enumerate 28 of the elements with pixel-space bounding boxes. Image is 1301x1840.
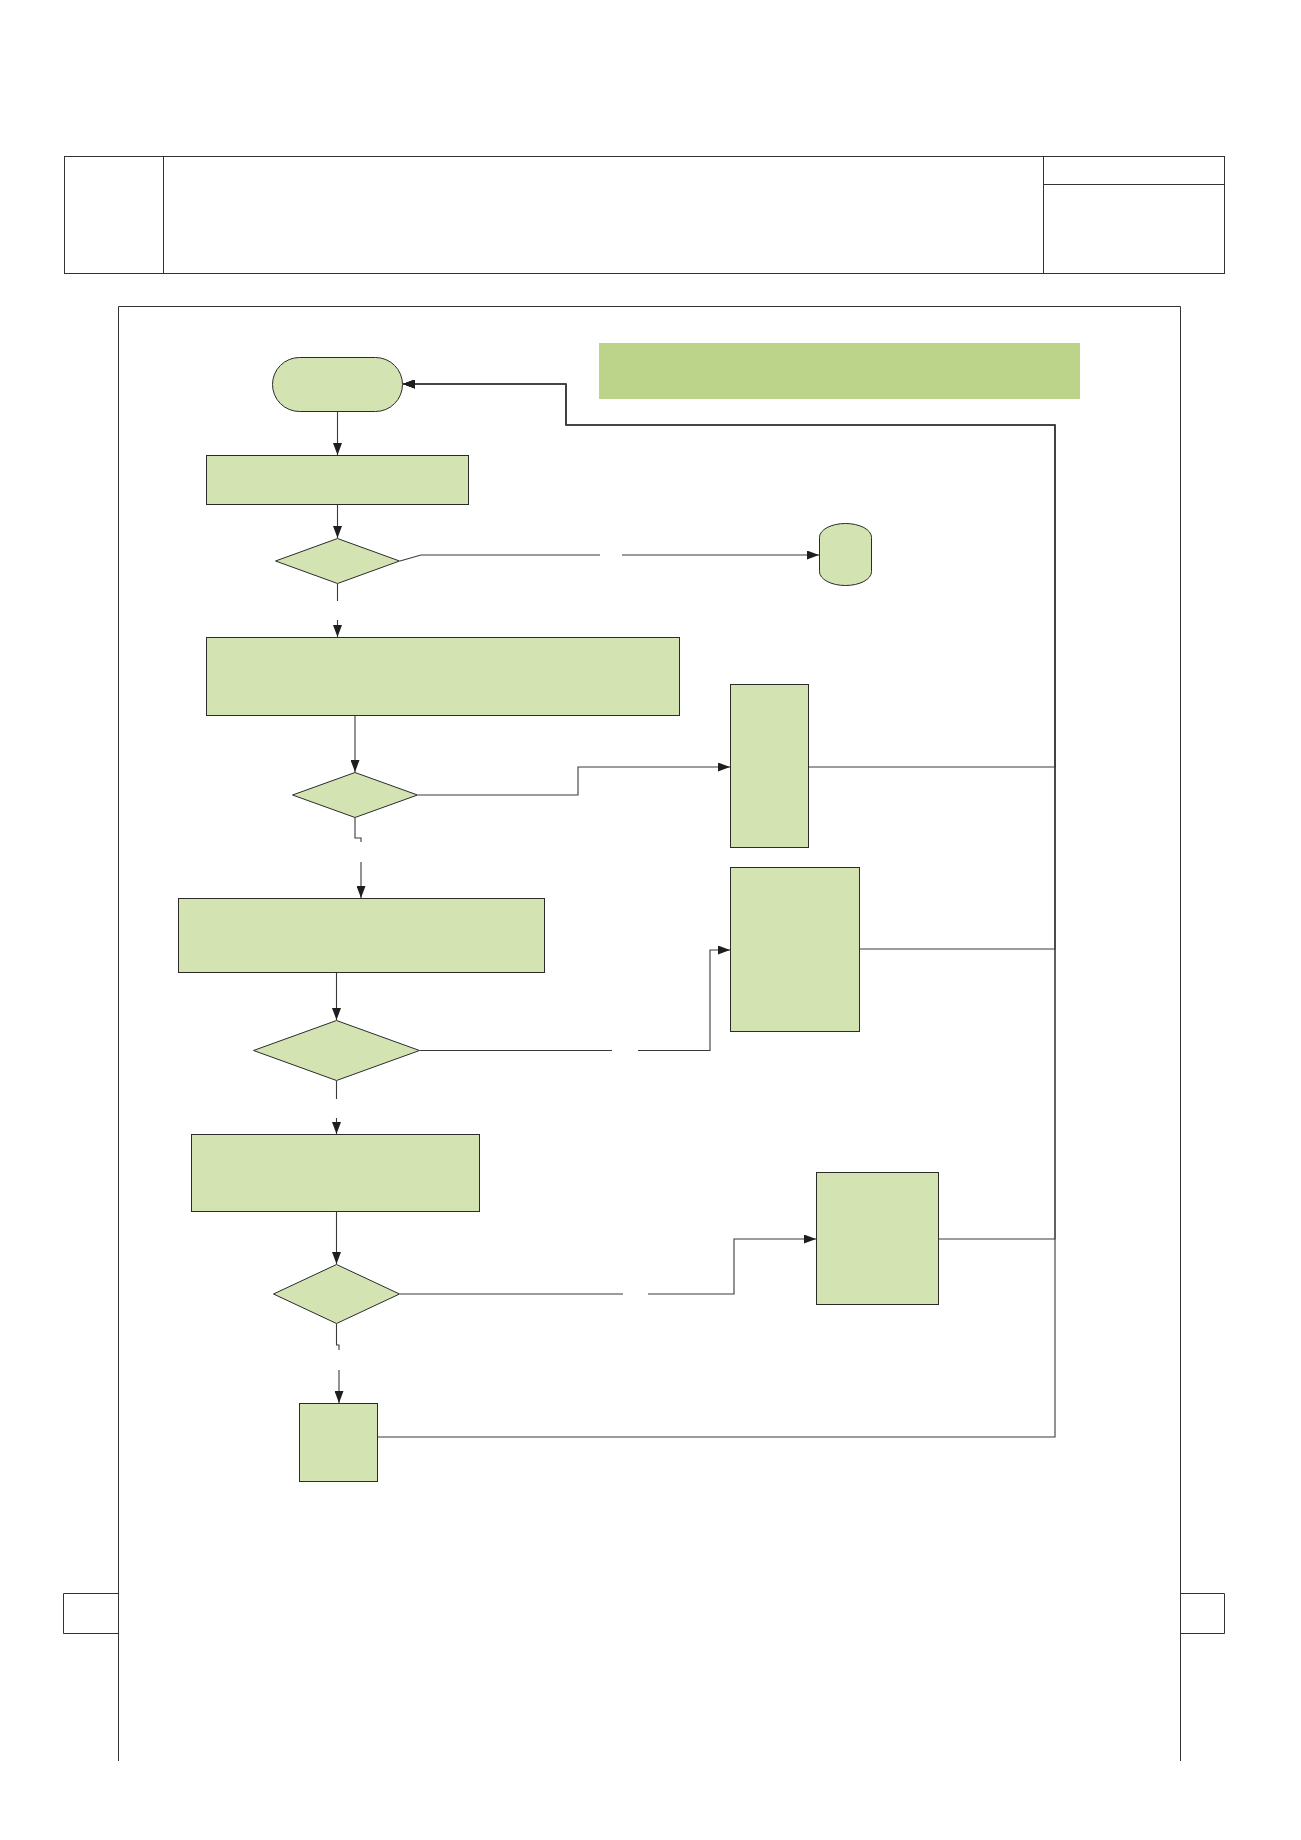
flow-arrow [333,504,342,539]
flow-arrow [377,379,1056,1438]
decision-diamond [273,1264,400,1324]
flow-arrow [333,583,342,638]
process-box [178,898,545,973]
flow-arrow [332,1080,341,1135]
flow-arrow [334,1323,344,1404]
process-box [191,1134,480,1212]
flow-arrow [419,945,731,1052]
flow-arrow [333,411,342,456]
process-box [206,637,680,716]
decision-diamond [253,1020,420,1081]
storage-drum [819,523,872,586]
process-box [730,867,860,1032]
process-box [730,684,809,848]
flow-arrow [332,1211,341,1265]
decision-diamond [292,772,418,818]
flow-arrow [354,817,366,899]
process-box [206,455,469,505]
flow-arrow [417,762,731,796]
process-box [816,1172,939,1305]
process-box [299,1403,378,1482]
title-band [599,343,1080,399]
flow-arrow [399,550,820,562]
flow-arrow [350,715,360,773]
flow-arrow [399,1234,817,1295]
decision-diamond [275,538,400,584]
flow-arrow [332,972,341,1021]
